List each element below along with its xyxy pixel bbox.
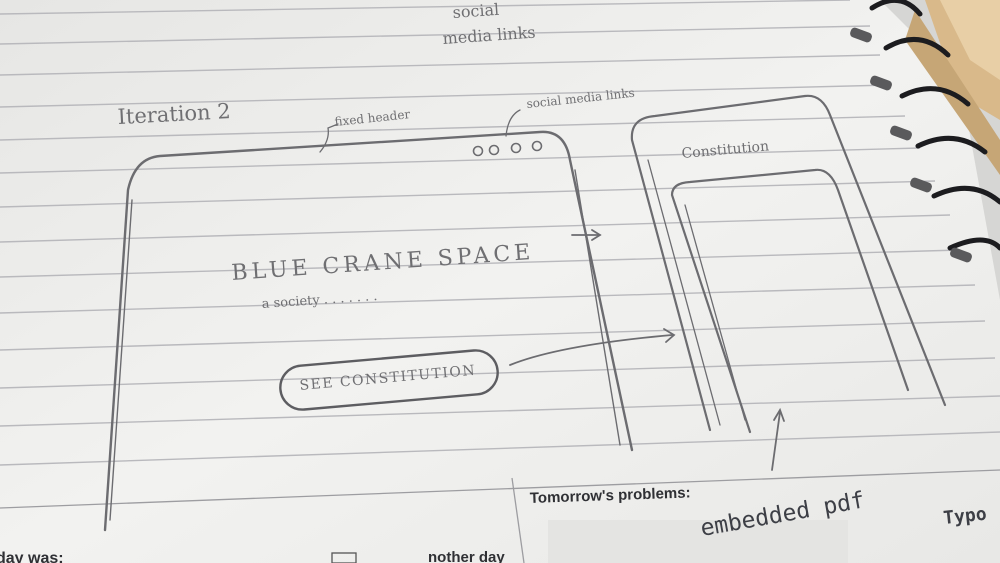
typo-text: Typo [942,504,987,529]
iteration-label: Iteration 2 [117,99,231,129]
flow-arrows [509,229,785,471]
spiral-binding [869,0,1000,251]
binding-holes [850,27,972,263]
website-frame-sketch [103,109,634,532]
social-dots-sketch [472,140,543,157]
see-constitution-button-sketch [279,349,499,411]
day-was-heading: day was: [0,550,64,563]
printed-boxes [0,469,1000,563]
constitution-frame-sketch [630,94,947,434]
constitution-page-title: Constitution [681,138,770,162]
tomorrows-problems-heading: Tomorrow's problems: [530,484,691,507]
top-note-social: social [452,0,500,22]
another-day-text: nother day [428,549,505,563]
